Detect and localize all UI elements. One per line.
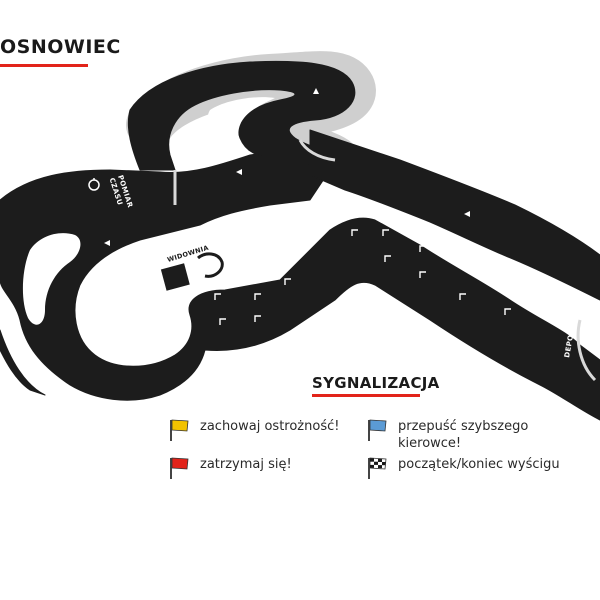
grandstand [151,241,229,299]
track-left-body [0,146,600,421]
label-pit-text: DEPO [563,334,575,358]
arrow-icon [464,211,470,217]
grid-markers [214,229,511,325]
page-title: OSNOWIEC [0,36,121,58]
track-upper-s [127,60,356,173]
checkered-flag-icon [368,457,387,479]
title-underline [0,64,88,67]
arrow-icon [104,240,110,246]
legend-text-yellow: zachowaj ostrożność! [200,419,340,434]
legend-item-red: zatrzymaj się! [168,456,292,480]
legend-item-blue: przepuść szybszego kierowce! [366,418,528,452]
arrow-icon [91,342,97,348]
blue-flag-icon [368,419,387,441]
legend-underline [312,394,420,397]
legend-item-yellow: zachowaj ostrożność! [168,418,339,442]
track-islands [22,97,275,332]
yellow-flag-icon [170,419,189,441]
direction-arrows [91,88,470,348]
stopwatch-icon [88,178,100,191]
track-left-loop [0,329,46,396]
arrow-icon [236,169,242,175]
legend-text-checkered: początek/koniec wyścigu [398,457,560,472]
track-right-straight [309,129,600,301]
legend-text-red: zatrzymaj się! [200,457,292,472]
track-asphalt [0,60,600,421]
red-flag-icon [170,457,189,479]
island-left-hairpin [22,233,81,325]
arrow-icon [313,88,319,94]
island-loop [98,284,148,332]
label-pit: DEPO [563,334,575,358]
label-pit-exit: WYJAZD Z DEPO [253,232,285,270]
island-upper [207,97,275,150]
arrow-icon [243,236,249,242]
legend-title: SYGNALIZACJA [312,374,440,392]
legend-text-blue: przepuść szybszego kierowce! [398,419,529,451]
track-curbs [173,139,597,382]
legend-item-checkered: początek/koniec wyścigu [366,456,560,480]
